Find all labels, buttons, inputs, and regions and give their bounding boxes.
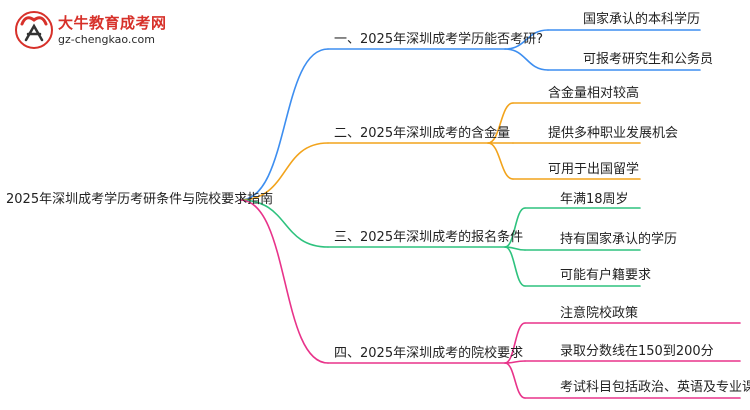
leaf-3-2: 持有国家承认的学历: [560, 232, 678, 247]
leaf-2-3: 可用于出国留学: [548, 162, 640, 177]
leaf-2-3-connector: [487, 142, 514, 180]
logo-title: 大牛教育成考网: [58, 14, 167, 32]
branch-2-connector: [239, 142, 329, 201]
leaf-1-1: 国家承认的本科学历: [583, 12, 701, 27]
branch-1-connector: [239, 48, 329, 201]
leaf-3-1-connector: [504, 207, 526, 248]
branch-3-label: 三、2025年深圳成考的报名条件: [334, 230, 524, 245]
branch-4-connector: [239, 199, 329, 364]
logo-url: gz-chengkao.com: [58, 33, 155, 46]
leaf-2-1: 含金量相对较高: [548, 86, 640, 101]
leaf-3-1: 年满18周岁: [560, 192, 629, 207]
site-logo: 大牛教育成考网 gz-chengkao.com: [8, 8, 178, 52]
leaf-3-3-connector: [504, 246, 526, 287]
branch-2-label: 二、2025年深圳成考的含金量: [334, 126, 511, 141]
leaf-4-1: 注意院校政策: [560, 306, 639, 321]
leaf-1-2: 可报考研究生和公务员: [583, 52, 714, 67]
leaf-1-2-connector: [504, 48, 549, 71]
root-node: 2025年深圳成考学历考研条件与院校要求指南: [6, 192, 274, 207]
branch-4-label: 四、2025年深圳成考的院校要求: [334, 346, 524, 361]
leaf-4-3: 考试科目包括政治、英语及专业课程: [560, 380, 750, 395]
leaf-4-2: 录取分数线在150到200分: [560, 344, 714, 359]
leaf-3-3: 可能有户籍要求: [560, 268, 652, 283]
leaf-4-1-connector: [504, 322, 526, 364]
leaf-2-1-connector: [487, 102, 514, 144]
branch-3-connector: [239, 199, 329, 248]
bull-logo-icon: [15, 11, 53, 49]
leaf-4-3-connector: [504, 362, 526, 399]
leaf-1-1-connector: [504, 29, 549, 50]
branch-1-label: 一、2025年深圳成考学历能否考研?: [334, 32, 543, 47]
leaf-2-2: 提供多种职业发展机会: [548, 126, 679, 141]
